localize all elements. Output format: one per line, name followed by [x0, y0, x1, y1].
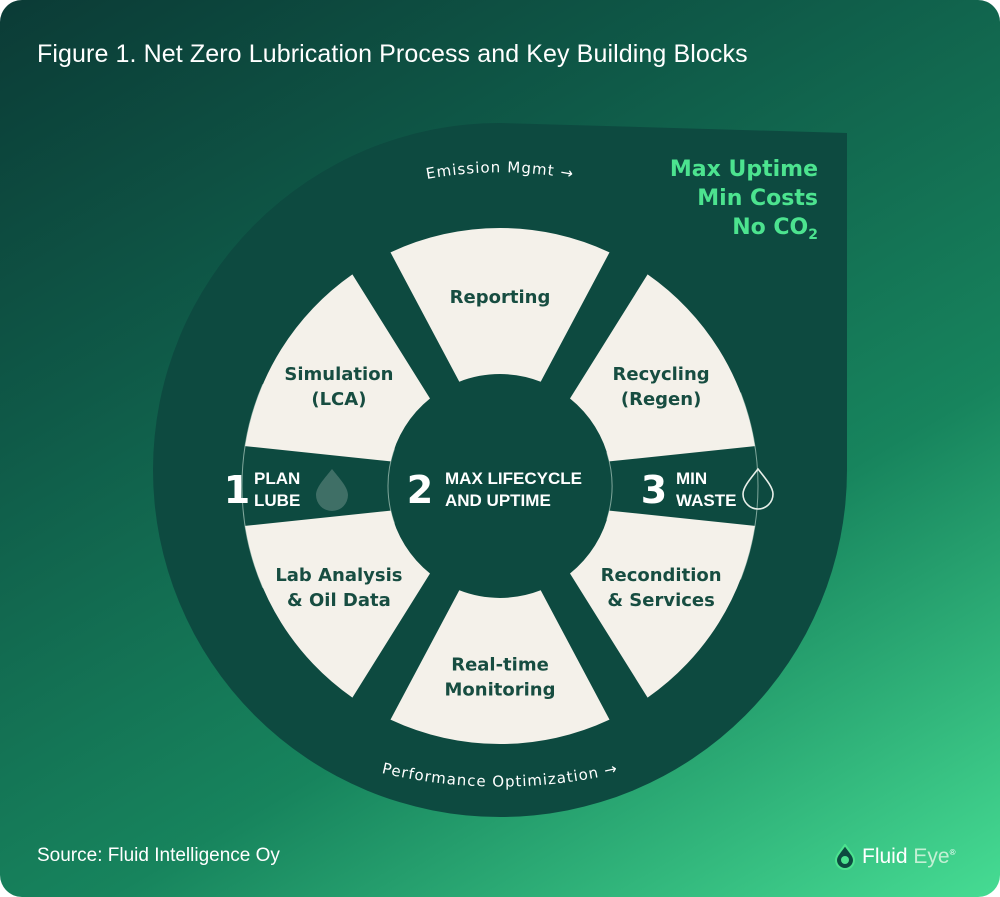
figure-source: Source: Fluid Intelligence Oy — [37, 845, 280, 866]
segment-realtime-monitoring-label-line-1: Real-time — [451, 655, 549, 676]
oil-drop-filled-icon — [316, 469, 348, 511]
segment-recycling-label-line-1: Recycling — [613, 364, 710, 385]
goal-min-costs: Min Costs — [697, 186, 818, 211]
segment-recondition-label-line-2: & Services — [607, 590, 715, 611]
step-1-line2: LUBE — [254, 491, 300, 510]
step-2-line1: MAX LIFECYCLE — [445, 469, 582, 488]
step-2-max-lifecycle: 2 MAX LIFECYCLE AND UPTIME — [407, 468, 582, 512]
step-1-plan-lube: 1 PLAN LUBE — [224, 468, 348, 512]
step-3-line1: MIN — [676, 469, 707, 488]
logo-registered-mark: ® — [949, 848, 956, 857]
segment-lab-analysis — [245, 510, 430, 698]
step-3-min-waste: 3 MIN WASTE — [641, 467, 774, 512]
segment-recondition — [570, 510, 755, 698]
step-2-number: 2 — [407, 468, 433, 512]
segment-realtime-monitoring — [390, 590, 610, 744]
step-2-line2: AND UPTIME — [445, 491, 551, 510]
oil-drop-outline-icon — [742, 467, 774, 510]
figure-title: Figure 1. Net Zero Lubrication Process a… — [37, 40, 748, 68]
segment-lab-analysis-label-line-2: & Oil Data — [287, 590, 391, 611]
segment-simulation — [245, 274, 430, 462]
goal-no-co2: No CO2 — [732, 215, 818, 243]
step-1-line1: PLAN — [254, 469, 300, 488]
segment-lab-analysis-label-line-1: Lab Analysis — [275, 565, 402, 586]
step-3-line2: WASTE — [676, 491, 736, 510]
segment-recycling-label-line-2: (Regen) — [621, 389, 701, 410]
segment-recycling — [570, 274, 755, 462]
logo-word-fluid: Fluid — [862, 845, 908, 868]
segment-simulation-label-line-1: Simulation — [284, 364, 393, 385]
fluid-eye-logo-icon — [834, 844, 856, 870]
step-1-number: 1 — [224, 468, 250, 512]
segment-recondition-label-line-1: Recondition — [601, 565, 722, 586]
step-3-number: 3 — [641, 468, 667, 512]
segment-simulation-label-line-2: (LCA) — [311, 389, 366, 410]
segment-reporting — [390, 228, 610, 382]
goal-max-uptime: Max Uptime — [670, 157, 818, 182]
segment-realtime-monitoring-label-line-2: Monitoring — [445, 680, 556, 701]
fluid-eye-logo: Fluid Eye® — [834, 843, 955, 871]
segment-reporting-label-line-1: Reporting — [450, 287, 551, 308]
logo-word-eye: Eye — [913, 845, 950, 868]
